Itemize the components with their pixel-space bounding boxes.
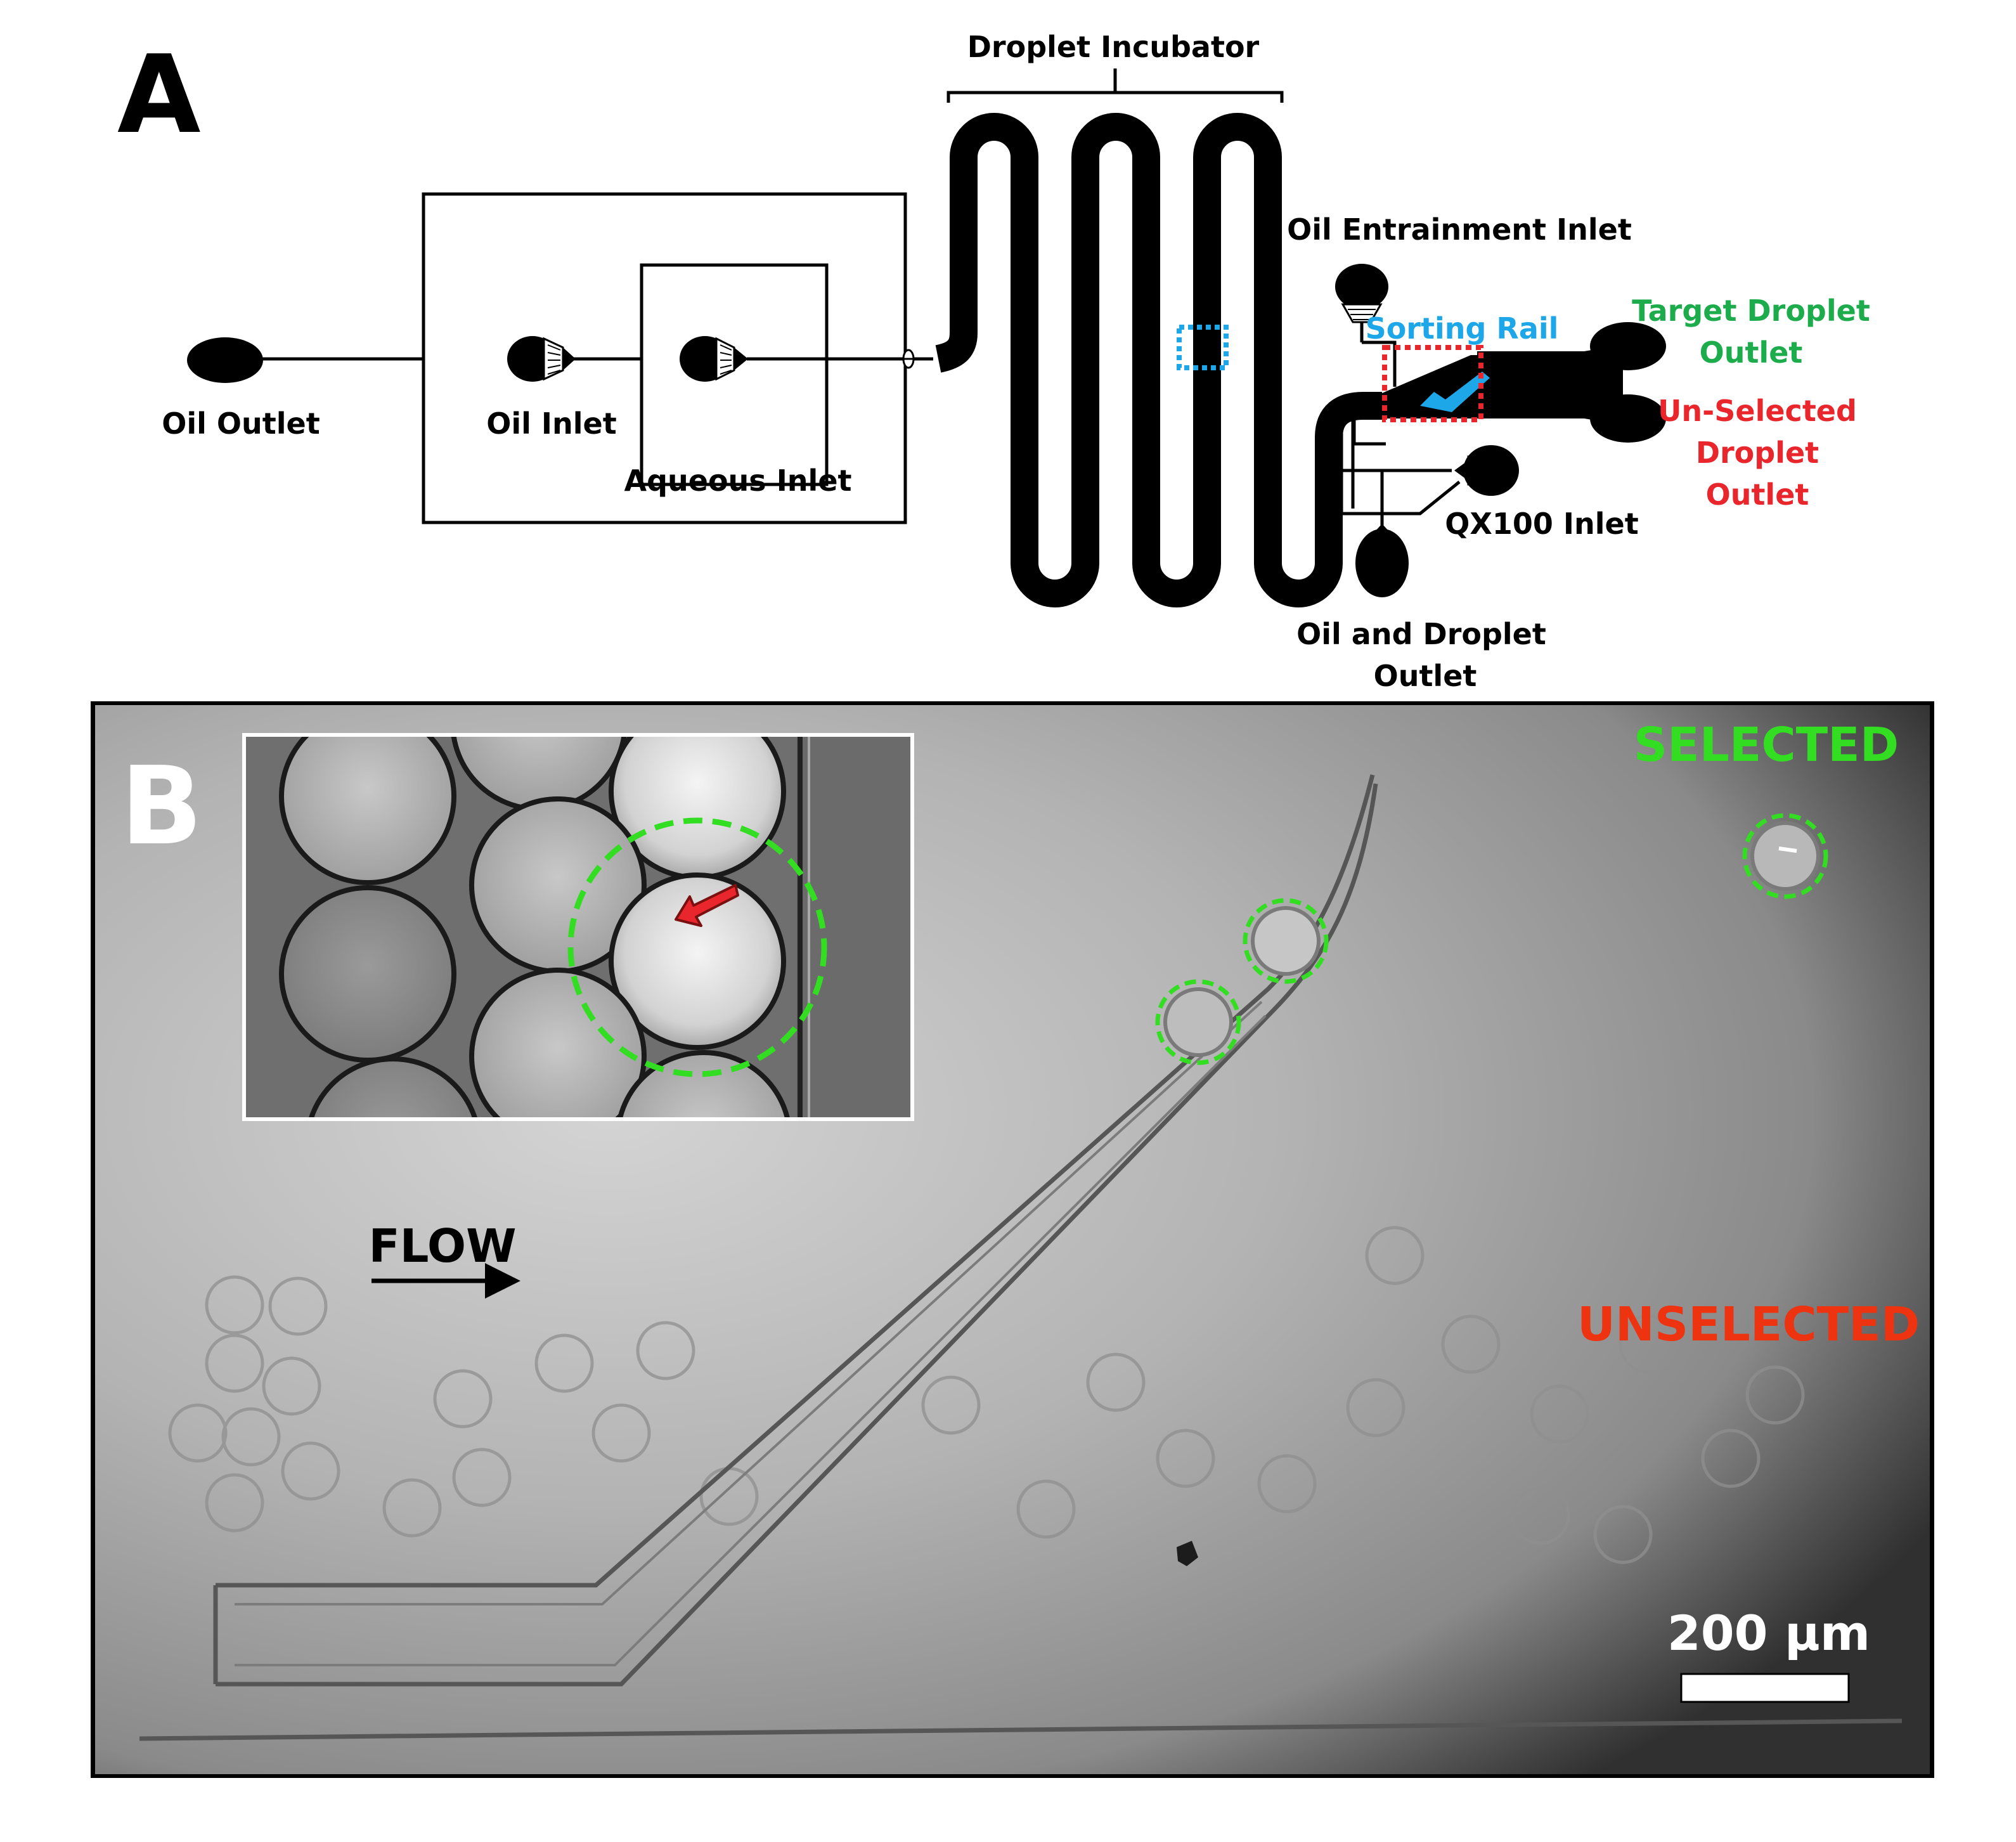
faint-droplets bbox=[168, 1226, 1805, 1564]
target-outlet-port bbox=[1590, 322, 1666, 370]
label-target-outlet-1: Target Droplet bbox=[1632, 294, 1870, 328]
aqueous-inlet-port bbox=[680, 336, 748, 382]
oil-droplet-outlet-port bbox=[1355, 524, 1409, 597]
oil-entrainment-inlet-port bbox=[1335, 264, 1388, 323]
label-aqueous-inlet: Aqueous Inlet bbox=[624, 464, 851, 498]
label-unselected-outlet-3: Outlet bbox=[1706, 477, 1809, 512]
inspection-box bbox=[1177, 325, 1229, 370]
panel-a-letter: A bbox=[117, 32, 201, 158]
scale-bar bbox=[1680, 1673, 1850, 1703]
droplet-incubator-channel bbox=[934, 113, 1382, 607]
inset-highlight-circle bbox=[567, 817, 827, 1077]
label-droplet-incubator: Droplet Incubator bbox=[967, 30, 1260, 64]
selected-droplet-3 bbox=[1750, 821, 1820, 891]
inset-image bbox=[242, 733, 914, 1121]
label-scale-bar: 200 μm bbox=[1667, 1605, 1870, 1661]
debris-particle bbox=[1177, 1541, 1198, 1566]
label-unselected-outlet-2: Droplet bbox=[1696, 436, 1819, 470]
selected-droplet-2 bbox=[1251, 906, 1321, 976]
selected-droplet-1 bbox=[1163, 987, 1233, 1057]
panel-b-letter: B bbox=[120, 744, 203, 869]
sorting-region bbox=[1335, 264, 1666, 597]
highlight-circle-1 bbox=[1155, 979, 1241, 1065]
oil-outlet-port bbox=[187, 337, 263, 383]
label-selected: SELECTED bbox=[1634, 718, 1899, 772]
panel-b: B SELECTED UNSELECTED FLOW 200 μm bbox=[91, 701, 1934, 1778]
label-oil-entrainment-inlet: Oil Entrainment Inlet bbox=[1287, 212, 1632, 247]
panel-a: A bbox=[117, 30, 1870, 693]
label-unselected: UNSELECTED bbox=[1577, 1297, 1920, 1352]
highlight-circle-2 bbox=[1243, 898, 1329, 984]
label-sorting-rail: Sorting Rail bbox=[1366, 311, 1559, 346]
droplet-generator-junction bbox=[900, 349, 917, 369]
red-arrow-icon bbox=[675, 884, 739, 927]
inner-frame bbox=[640, 263, 829, 486]
highlight-circle-3 bbox=[1742, 813, 1828, 899]
label-oil-droplet-outlet-2: Outlet bbox=[1374, 659, 1477, 693]
label-flow: FLOW bbox=[368, 1219, 516, 1273]
unselected-outlet-port bbox=[1590, 394, 1666, 443]
qx100-inlet-port bbox=[1454, 445, 1519, 496]
label-oil-inlet: Oil Inlet bbox=[486, 406, 616, 441]
selected-droplets bbox=[1155, 813, 1828, 1065]
label-target-outlet-2: Outlet bbox=[1700, 335, 1803, 370]
label-unselected-outlet-1: Un-Selected bbox=[1658, 394, 1857, 428]
label-oil-droplet-outlet-1: Oil and Droplet bbox=[1296, 617, 1546, 651]
sorting-rail-box bbox=[1382, 345, 1483, 422]
incubator-bracket bbox=[947, 68, 1284, 103]
label-oil-outlet: Oil Outlet bbox=[162, 406, 320, 441]
label-qx100-inlet: QX100 Inlet bbox=[1445, 507, 1638, 541]
sorting-rail-shape bbox=[1420, 372, 1490, 412]
oil-inlet-port bbox=[507, 336, 576, 382]
